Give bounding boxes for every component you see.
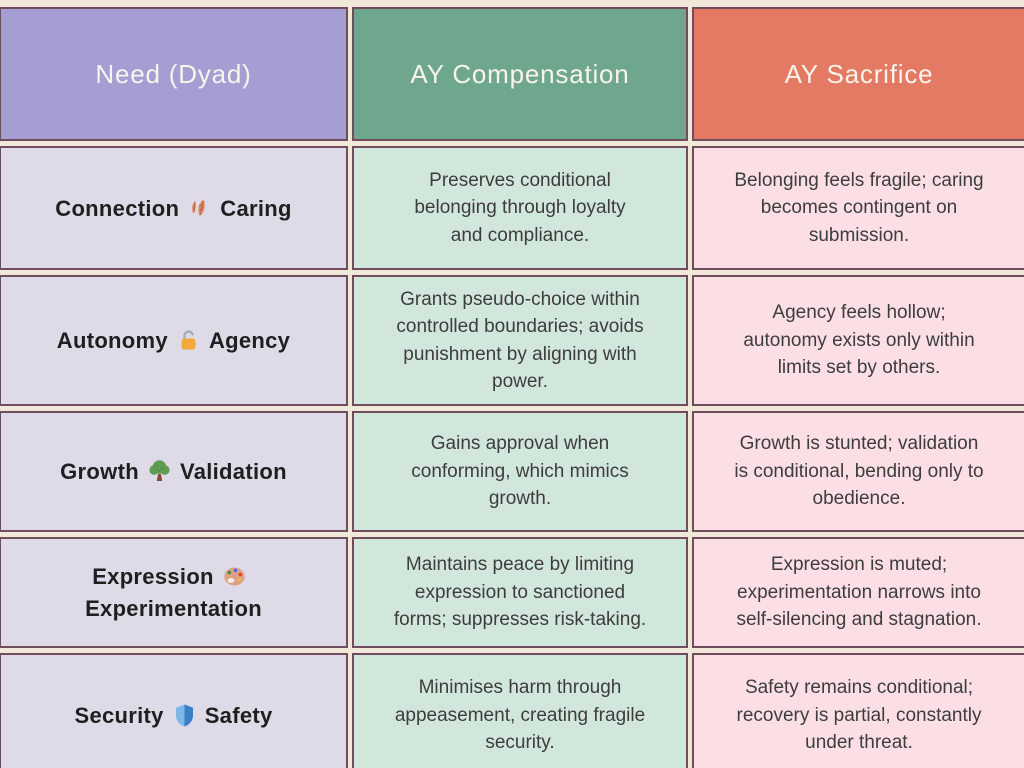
need-cell-autonomy-agency: Autonomy Agency: [0, 275, 348, 406]
compensation-text: Gains approval when conforming, which mi…: [411, 433, 629, 510]
compensation-text: Grants pseudo-choice within controlled b…: [396, 288, 644, 392]
need-cell-expression-experimentation: Expression Experimentation: [0, 537, 348, 648]
compensation-text: Preserves conditional belonging through …: [414, 169, 626, 246]
sacrifice-text: Belonging feels fragile; caring becomes …: [734, 169, 984, 246]
shield-icon: [175, 704, 193, 727]
need-label: Security Safety: [74, 702, 272, 729]
need-pre-label: Autonomy: [56, 328, 168, 353]
need-post-label: Validation: [179, 459, 287, 484]
header-compensation-label: AY Compensation: [410, 58, 630, 89]
need-cell-security-safety: Security Safety: [0, 653, 348, 768]
compensation-text: Minimises harm through appeasement, crea…: [394, 677, 646, 754]
sacrifice-cell-connection: Belonging feels fragile; caring becomes …: [692, 146, 1024, 270]
need-label: Growth Validation: [60, 458, 287, 485]
palette-icon: [224, 567, 245, 586]
header-ay-compensation: AY Compensation: [352, 7, 688, 141]
compensation-cell-security: Minimises harm through appeasement, crea…: [352, 653, 688, 768]
header-need-dyad: Need (Dyad): [0, 7, 348, 141]
compensation-cell-autonomy: Grants pseudo-choice within controlled b…: [352, 275, 688, 406]
need-post-label: Caring: [220, 195, 292, 221]
header-need-label: Need (Dyad): [95, 58, 252, 89]
open-lock-icon: [181, 330, 196, 350]
header-sacrifice-label: AY Sacrifice: [784, 58, 934, 89]
need-pre-label: Security: [74, 703, 164, 728]
need-post-label: Safety: [204, 703, 273, 728]
compensation-cell-expression: Maintains peace by limiting expression t…: [352, 537, 688, 648]
sacrifice-cell-growth: Growth is stunted; validation is conditi…: [692, 411, 1024, 532]
need-label: Autonomy Agency: [57, 327, 290, 354]
fallen-leaf-icon: [192, 199, 206, 216]
sacrifice-cell-security: Safety remains conditional; recovery is …: [692, 653, 1024, 768]
sacrifice-text: Safety remains conditional; recovery is …: [736, 677, 982, 754]
compensation-cell-connection: Preserves conditional belonging through …: [352, 146, 688, 270]
need-cell-connection-caring: Connection Caring: [0, 146, 348, 270]
need-pre-label: Expression: [92, 563, 214, 589]
tree-icon: [149, 460, 170, 481]
needs-table: Need (Dyad) AY Compensation AY Sacrifice…: [0, 7, 1024, 768]
need-pre-label: Growth: [60, 459, 139, 484]
need-post-label: Experimentation: [85, 595, 262, 621]
sacrifice-text: Agency feels hollow; autonomy exists onl…: [743, 302, 975, 379]
compensation-cell-growth: Gains approval when conforming, which mi…: [352, 411, 688, 532]
compensation-text: Maintains peace by limiting expression t…: [393, 554, 647, 631]
need-label: Connection Caring: [55, 195, 291, 222]
need-pre-label: Connection: [55, 195, 180, 221]
need-label: Expression Experimentation: [85, 561, 262, 625]
header-ay-sacrifice: AY Sacrifice: [692, 7, 1024, 141]
need-post-label: Agency: [208, 328, 291, 353]
sacrifice-text: Growth is stunted; validation is conditi…: [734, 433, 984, 510]
sacrifice-text: Expression is muted; experimentation nar…: [736, 554, 982, 631]
sacrifice-cell-expression: Expression is muted; experimentation nar…: [692, 537, 1024, 648]
need-cell-growth-validation: Growth Validation: [0, 411, 348, 532]
sacrifice-cell-autonomy: Agency feels hollow; autonomy exists onl…: [692, 275, 1024, 406]
